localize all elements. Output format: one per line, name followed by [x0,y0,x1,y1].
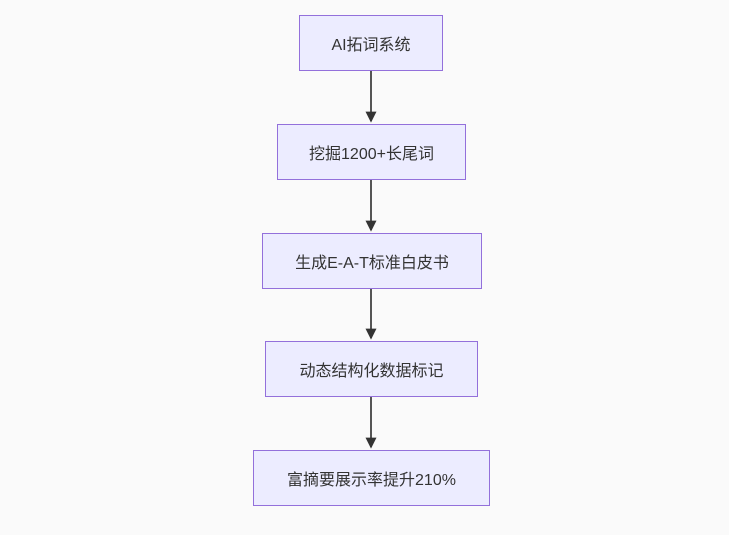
flow-node-dynamic-structured-data: 动态结构化数据标记 [265,341,478,397]
flow-node-mine-longtail-keywords: 挖掘1200+长尾词 [277,124,466,180]
flow-node-label: 挖掘1200+长尾词 [309,146,434,163]
flow-node-ai-keyword-system: AI拓词系统 [299,15,443,71]
flow-node-generate-eat-whitepaper: 生成E-A-T标准白皮书 [262,233,482,289]
flow-node-label: 动态结构化数据标记 [299,363,444,380]
flow-node-label: AI拓词系统 [331,37,411,54]
flow-node-label: 生成E-A-T标准白皮书 [295,255,449,272]
flow-node-label: 富摘要展示率提升210% [287,472,456,489]
flow-node-rich-snippet-result: 富摘要展示率提升210% [253,450,490,506]
